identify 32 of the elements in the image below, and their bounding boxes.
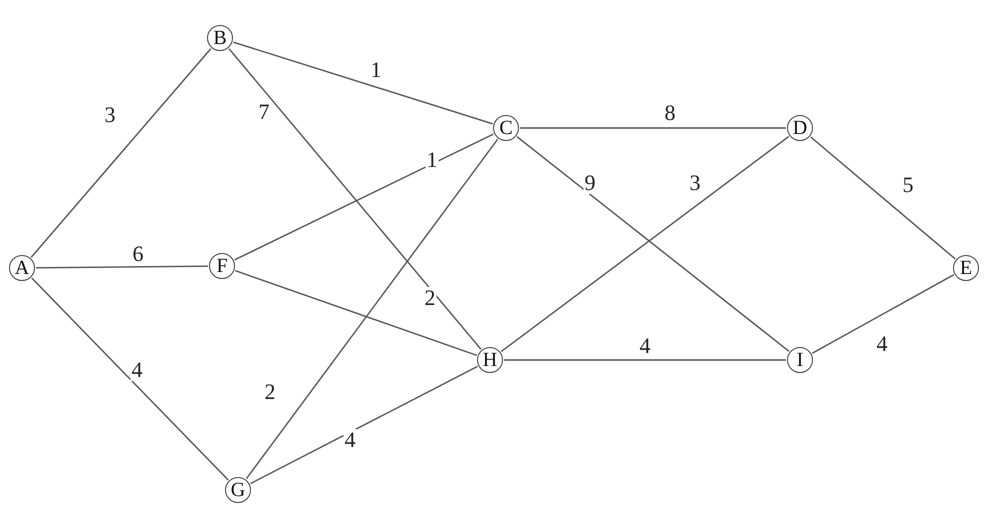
vertex-label: C — [499, 118, 513, 138]
edge-line — [30, 48, 212, 258]
edge-line — [520, 127, 786, 129]
edge-line — [233, 42, 493, 124]
edge-line — [812, 274, 954, 354]
edge-line — [36, 265, 208, 269]
edge-line — [234, 134, 494, 260]
edge-line — [504, 359, 786, 361]
vertex-label: B — [213, 28, 227, 48]
vertex-circle — [787, 347, 813, 373]
vertex-circle — [9, 255, 35, 281]
edge-weight: 9 — [584, 172, 596, 194]
vertex-label: H — [482, 350, 498, 370]
vertex-circle — [477, 347, 503, 373]
edge-line — [234, 270, 478, 356]
vertex-label: E — [960, 258, 972, 278]
edge-line — [810, 136, 956, 260]
vertex-label: G — [230, 480, 246, 500]
vertex-circle — [787, 115, 813, 141]
vertex-circle — [953, 255, 979, 281]
vertex-circle — [225, 477, 251, 503]
vertex-circle — [209, 253, 235, 279]
vertex-label: A — [14, 258, 30, 278]
edge-line — [31, 278, 229, 480]
edge-line — [228, 48, 482, 350]
vertex-circle — [207, 25, 233, 51]
vertex-label: D — [792, 118, 808, 138]
vertex-circle — [493, 115, 519, 141]
vertex-label: F — [216, 256, 228, 276]
edge-line — [250, 366, 478, 484]
vertex-label: I — [796, 350, 804, 370]
edge-line — [246, 138, 498, 480]
